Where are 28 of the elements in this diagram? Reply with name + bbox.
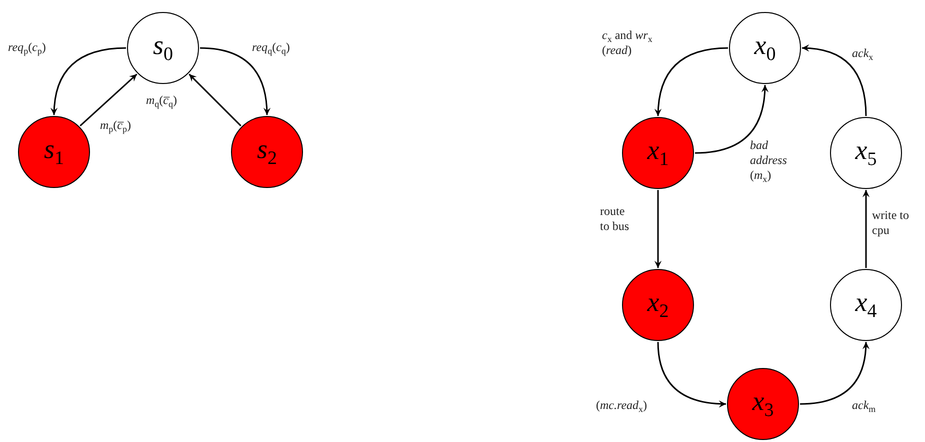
edge-label: req$_{q}$(c$_{q}$) [252,40,290,55]
edge-label: m$_{q}$(c̅$_{q}$) [146,93,177,108]
arrow [654,47,728,116]
state-label: x$_{1}$ [647,137,669,169]
state-label: x$_{5}$ [855,137,877,169]
edge-label: (mc.read$_{x}$) [596,398,648,413]
edge-label: req$_{p}$(c$_{p}$) [8,40,46,55]
state-label: x$_{4}$ [855,289,877,321]
arrow [862,190,870,268]
edge-label: ack$_{m}$ [852,398,876,413]
state-label: s$_{0}$ [152,32,173,64]
arrow [80,74,138,126]
arrow [654,190,662,268]
edge-label: ack$_{x}$ [852,46,874,61]
state-label: s$_{2}$ [256,136,277,168]
state-label: x$_{2}$ [647,289,669,321]
arrow [694,84,768,154]
arrow [800,342,870,405]
state-circle [127,12,199,84]
arrow [200,47,270,116]
arrow [50,47,126,116]
state-label: x$_{3}$ [752,388,774,420]
arrow [188,74,242,126]
arrow [657,342,726,408]
state-label: s$_{1}$ [44,136,64,168]
state-label: x$_{0}$ [754,32,776,64]
edge-label: m$_{p}$(c̅$_{p}$) [100,118,131,133]
arrow [802,44,867,116]
